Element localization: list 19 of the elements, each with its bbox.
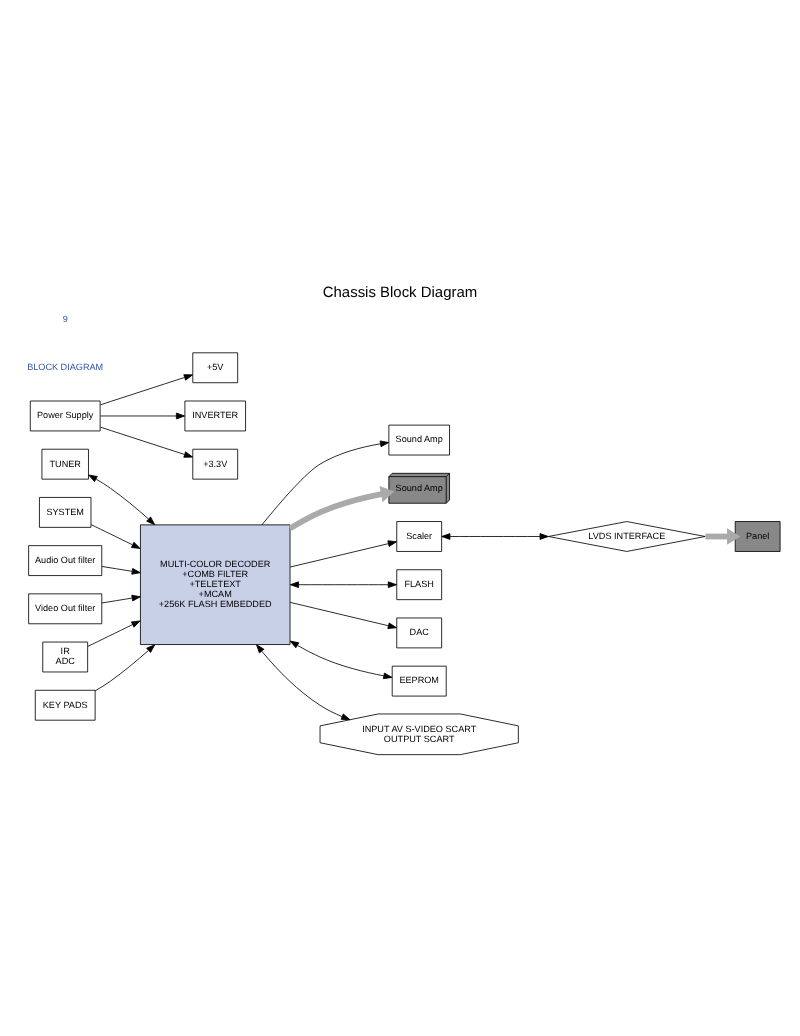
arrow — [94, 644, 156, 692]
arrow — [100, 374, 193, 406]
arrow — [289, 601, 397, 630]
arrow — [288, 485, 395, 531]
arrow — [101, 594, 141, 604]
arrow — [441, 533, 549, 540]
arrow — [100, 412, 186, 420]
arrow — [705, 528, 741, 545]
arrow — [261, 440, 390, 526]
diagram-title: Chassis Block Diagram — [322, 282, 478, 301]
arrow — [100, 426, 193, 458]
arrow — [90, 524, 141, 549]
arrow — [101, 566, 141, 575]
arrow — [289, 640, 393, 680]
arrow — [88, 474, 156, 526]
arrow — [289, 540, 397, 568]
arrow — [289, 581, 397, 589]
arrow — [87, 620, 141, 647]
arrow — [256, 644, 351, 721]
